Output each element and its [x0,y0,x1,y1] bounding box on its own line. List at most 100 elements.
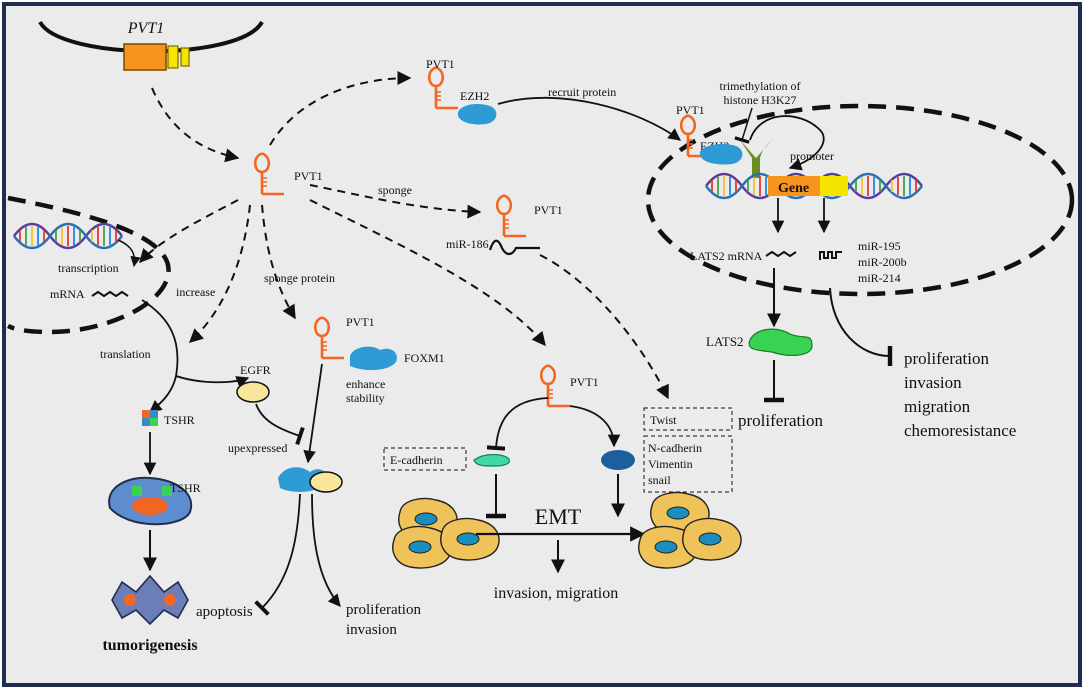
pvt1-exon-yellow-2 [180,47,190,67]
egfr-inhibit [255,403,305,446]
lats2-mrna-wave [765,250,797,258]
upexpressed-label: upexpressed [228,441,287,455]
tshr-label-2: TSHR [170,481,201,495]
right-outcome-2: invasion [904,373,962,392]
snail-label: snail [648,473,671,487]
increase-label: increase [176,285,215,299]
tumor-cells [111,574,189,626]
ecadherin-protein [473,453,511,467]
mir186-strand [488,239,540,256]
twist-label: Twist [650,413,677,427]
lats2-mrna-label: LATS2 mRNA [690,249,763,263]
mir-hairpin [819,251,842,260]
arrow-prolif-invasion [311,493,341,607]
ezh2-protein [457,104,497,125]
mir-label-1: miR-195 [858,239,901,253]
arrow-mir-to-twist [539,254,669,400]
tshr-cube-green [150,418,158,426]
chromosome [38,20,264,71]
mir-inhibit [829,287,893,367]
pvt1-center-label: PVT1 [294,169,323,183]
tumor-nucleus-b [164,594,176,606]
tshr-label-1: TSHR [164,413,195,427]
mir186-label: miR-186 [446,237,489,251]
inhibit-apoptosis [254,493,301,616]
arrow-pvt1-to-ezh2 [269,71,412,146]
sponge-label: sponge [378,183,412,197]
vimentin-label: Vimentin [648,457,693,471]
arrow-transcription [117,239,141,268]
arrow-pvt1-to-nucleus [139,199,239,264]
lats2-outcome: proliferation [738,411,823,430]
right-outcome-3: migration [904,397,971,416]
nucleus-ellipse-left [6,195,171,335]
mrna-label: mRNA [50,287,85,301]
tshr-cell-nucleus [132,497,168,515]
foxm1-label: FOXM1 [404,351,445,365]
egfr-protein [236,381,270,403]
invasion-label: invasion [346,622,397,638]
arrow-pvt1-to-foxm1 [261,204,296,320]
twist-box [643,407,733,431]
arrow-translation-tshr [149,375,177,413]
trimethyl-label-1: trimethylation of [720,79,801,93]
ncadherin-label: N-cadherin [648,441,702,455]
mesenchymal-box [643,435,733,493]
apoptosis-label: apoptosis [196,604,253,620]
pvt1-mir-label: PVT1 [534,203,563,217]
pvt1-ezh2-label: PVT1 [426,57,455,71]
gene-box [768,176,820,196]
foxm1-protein [350,346,397,371]
gene-box-exon [820,176,848,196]
pvt1-exon-yellow [167,45,179,69]
tshr-receptor-a [132,486,142,496]
lats2-protein [748,328,813,356]
dashed-arrows [139,71,669,400]
mesenchymal-protein [601,450,635,470]
arrow-pvt1-to-egfr [188,204,251,343]
arrow-gene-to-pvt1 [151,87,240,163]
lats2-label: LATS2 [706,334,744,349]
enhance-label-1: enhance [346,377,385,391]
arrow-foxm1-up [303,363,323,464]
inv-mig-label: invasion, migration [494,585,618,602]
sponge-protein-label: sponge protein [264,271,335,285]
loop-arrow [749,115,825,171]
translation-label: translation [100,347,151,361]
trimethyl-label-2: histone H3K27 [724,93,797,107]
tumor-nucleus-a [124,594,136,606]
mrna-wave [91,290,129,298]
pvt1-gene-exon [123,43,167,71]
prolif-label: proliferation [346,602,421,618]
ezh2-nucleus-protein [699,144,743,165]
upexpressed-egfr [309,471,343,493]
egfr-label: EGFR [240,363,271,377]
promoter-label: promoter [790,149,834,163]
nucleus-ellipse-right [645,103,1075,297]
pvt1-gene-label: PVT1 [127,20,164,37]
mir-label-2: miR-200b [858,255,907,269]
ecadherin-label: E-cadherin [390,453,443,467]
pvt1-foxm1-label: PVT1 [346,315,375,329]
recruit-label: recruit protein [548,85,616,99]
pvt1-to-mesenchymal [569,405,621,448]
gene-label: Gene [778,181,809,196]
tshr-receptor-b [162,486,172,496]
enhance-label-2: stability [346,391,385,405]
emt-label: EMT [535,504,582,529]
arrow-recruit [497,96,682,141]
ezh2-label: EZH2 [460,89,489,103]
tumorigenesis-label: tumorigenesis [102,637,197,654]
pvt1-inhibit-ecadherin [486,397,549,451]
right-outcome-1: proliferation [904,349,989,368]
trimethyl-inhibit [734,107,753,144]
transcription-label: transcription [58,261,119,275]
pvt1-emt-label: PVT1 [570,375,599,389]
mir-label-3: miR-214 [858,271,901,285]
pvt1-nucleus-label: PVT1 [676,103,705,117]
tshr-cube-orange [142,410,150,418]
right-outcome-4: chemoresistance [904,421,1016,440]
